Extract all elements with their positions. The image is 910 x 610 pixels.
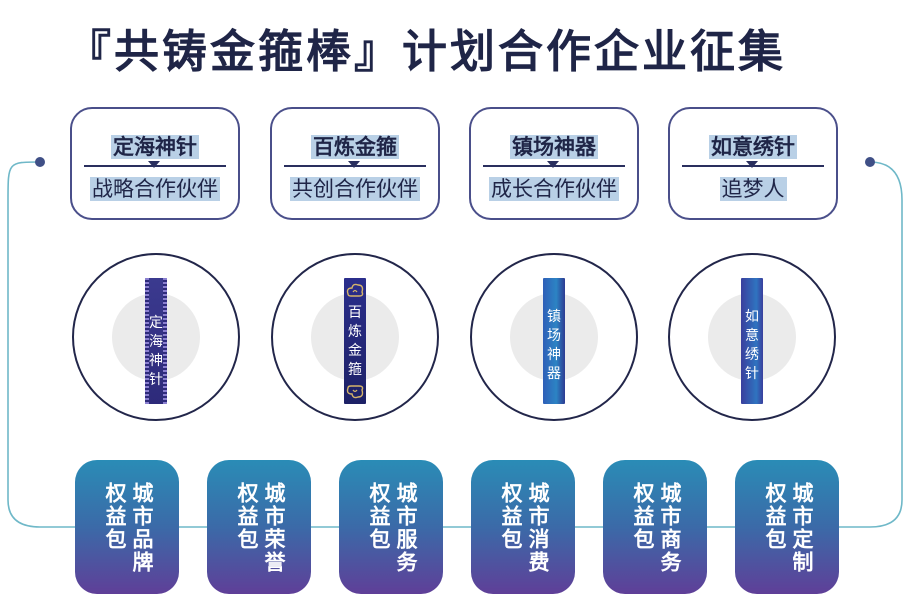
tier-name: 百炼金箍: [311, 135, 399, 159]
rod-emblem-1: 定海神针: [72, 253, 240, 421]
benefit-package-consumption: 城市消费 权益包: [471, 460, 575, 594]
rod-emblem-4: 如意绣针: [668, 253, 836, 421]
tier-role: 成长合作伙伴: [489, 177, 619, 201]
benefit-package-brand: 城市品牌 权益包: [75, 460, 179, 594]
golden-rod-icon: 镇场神器: [543, 278, 565, 404]
connector-dot-left: [35, 157, 45, 167]
package-label: 城市消费 权益包: [499, 482, 550, 574]
tier-card-1: 定海神针 战略合作伙伴: [70, 107, 240, 220]
package-label: 城市定制 权益包: [763, 482, 814, 574]
golden-rod-icon: 定海神针: [145, 278, 167, 404]
benefit-package-service: 城市服务 权益包: [339, 460, 443, 594]
caret-down-icon: [148, 161, 160, 168]
rod-label: 定海神针: [149, 315, 163, 388]
tier-role: 战略合作伙伴: [90, 177, 220, 201]
caret-down-icon: [348, 161, 360, 168]
cloud-ornament-icon: [346, 385, 364, 399]
benefit-package-business: 城市商务 权益包: [603, 460, 707, 594]
rod-emblem-2: 百炼金箍: [271, 253, 439, 421]
tier-card-2: 百炼金箍 共创合作伙伴: [270, 107, 440, 220]
connector-dot-right: [865, 157, 875, 167]
package-label: 城市商务 权益包: [631, 482, 682, 574]
rod-label: 镇场神器: [547, 309, 561, 382]
package-label: 城市服务 权益包: [367, 482, 418, 574]
golden-rod-icon: 如意绣针: [741, 278, 763, 404]
rod-label: 百炼金箍: [348, 305, 362, 378]
tier-role: 共创合作伙伴: [290, 177, 420, 201]
tier-role: 追梦人: [719, 177, 787, 201]
tier-name: 如意绣针: [709, 135, 797, 159]
tier-name: 镇场神器: [510, 135, 598, 159]
tier-card-3: 镇场神器 成长合作伙伴: [469, 107, 639, 220]
package-label: 城市品牌 权益包: [103, 482, 154, 574]
cloud-ornament-icon: [346, 283, 364, 297]
page-title: 『共铸金箍棒』计划合作企业征集: [66, 25, 787, 78]
golden-rod-icon: 百炼金箍: [344, 278, 366, 404]
tier-card-4: 如意绣针 追梦人: [668, 107, 838, 220]
benefit-package-honor: 城市荣誉 权益包: [207, 460, 311, 594]
benefit-package-custom: 城市定制 权益包: [735, 460, 839, 594]
tier-name: 定海神针: [111, 135, 199, 159]
package-label: 城市荣誉 权益包: [235, 482, 286, 574]
caret-down-icon: [746, 161, 758, 168]
caret-down-icon: [547, 161, 559, 168]
rod-emblem-3: 镇场神器: [470, 253, 638, 421]
rod-label: 如意绣针: [745, 309, 759, 382]
